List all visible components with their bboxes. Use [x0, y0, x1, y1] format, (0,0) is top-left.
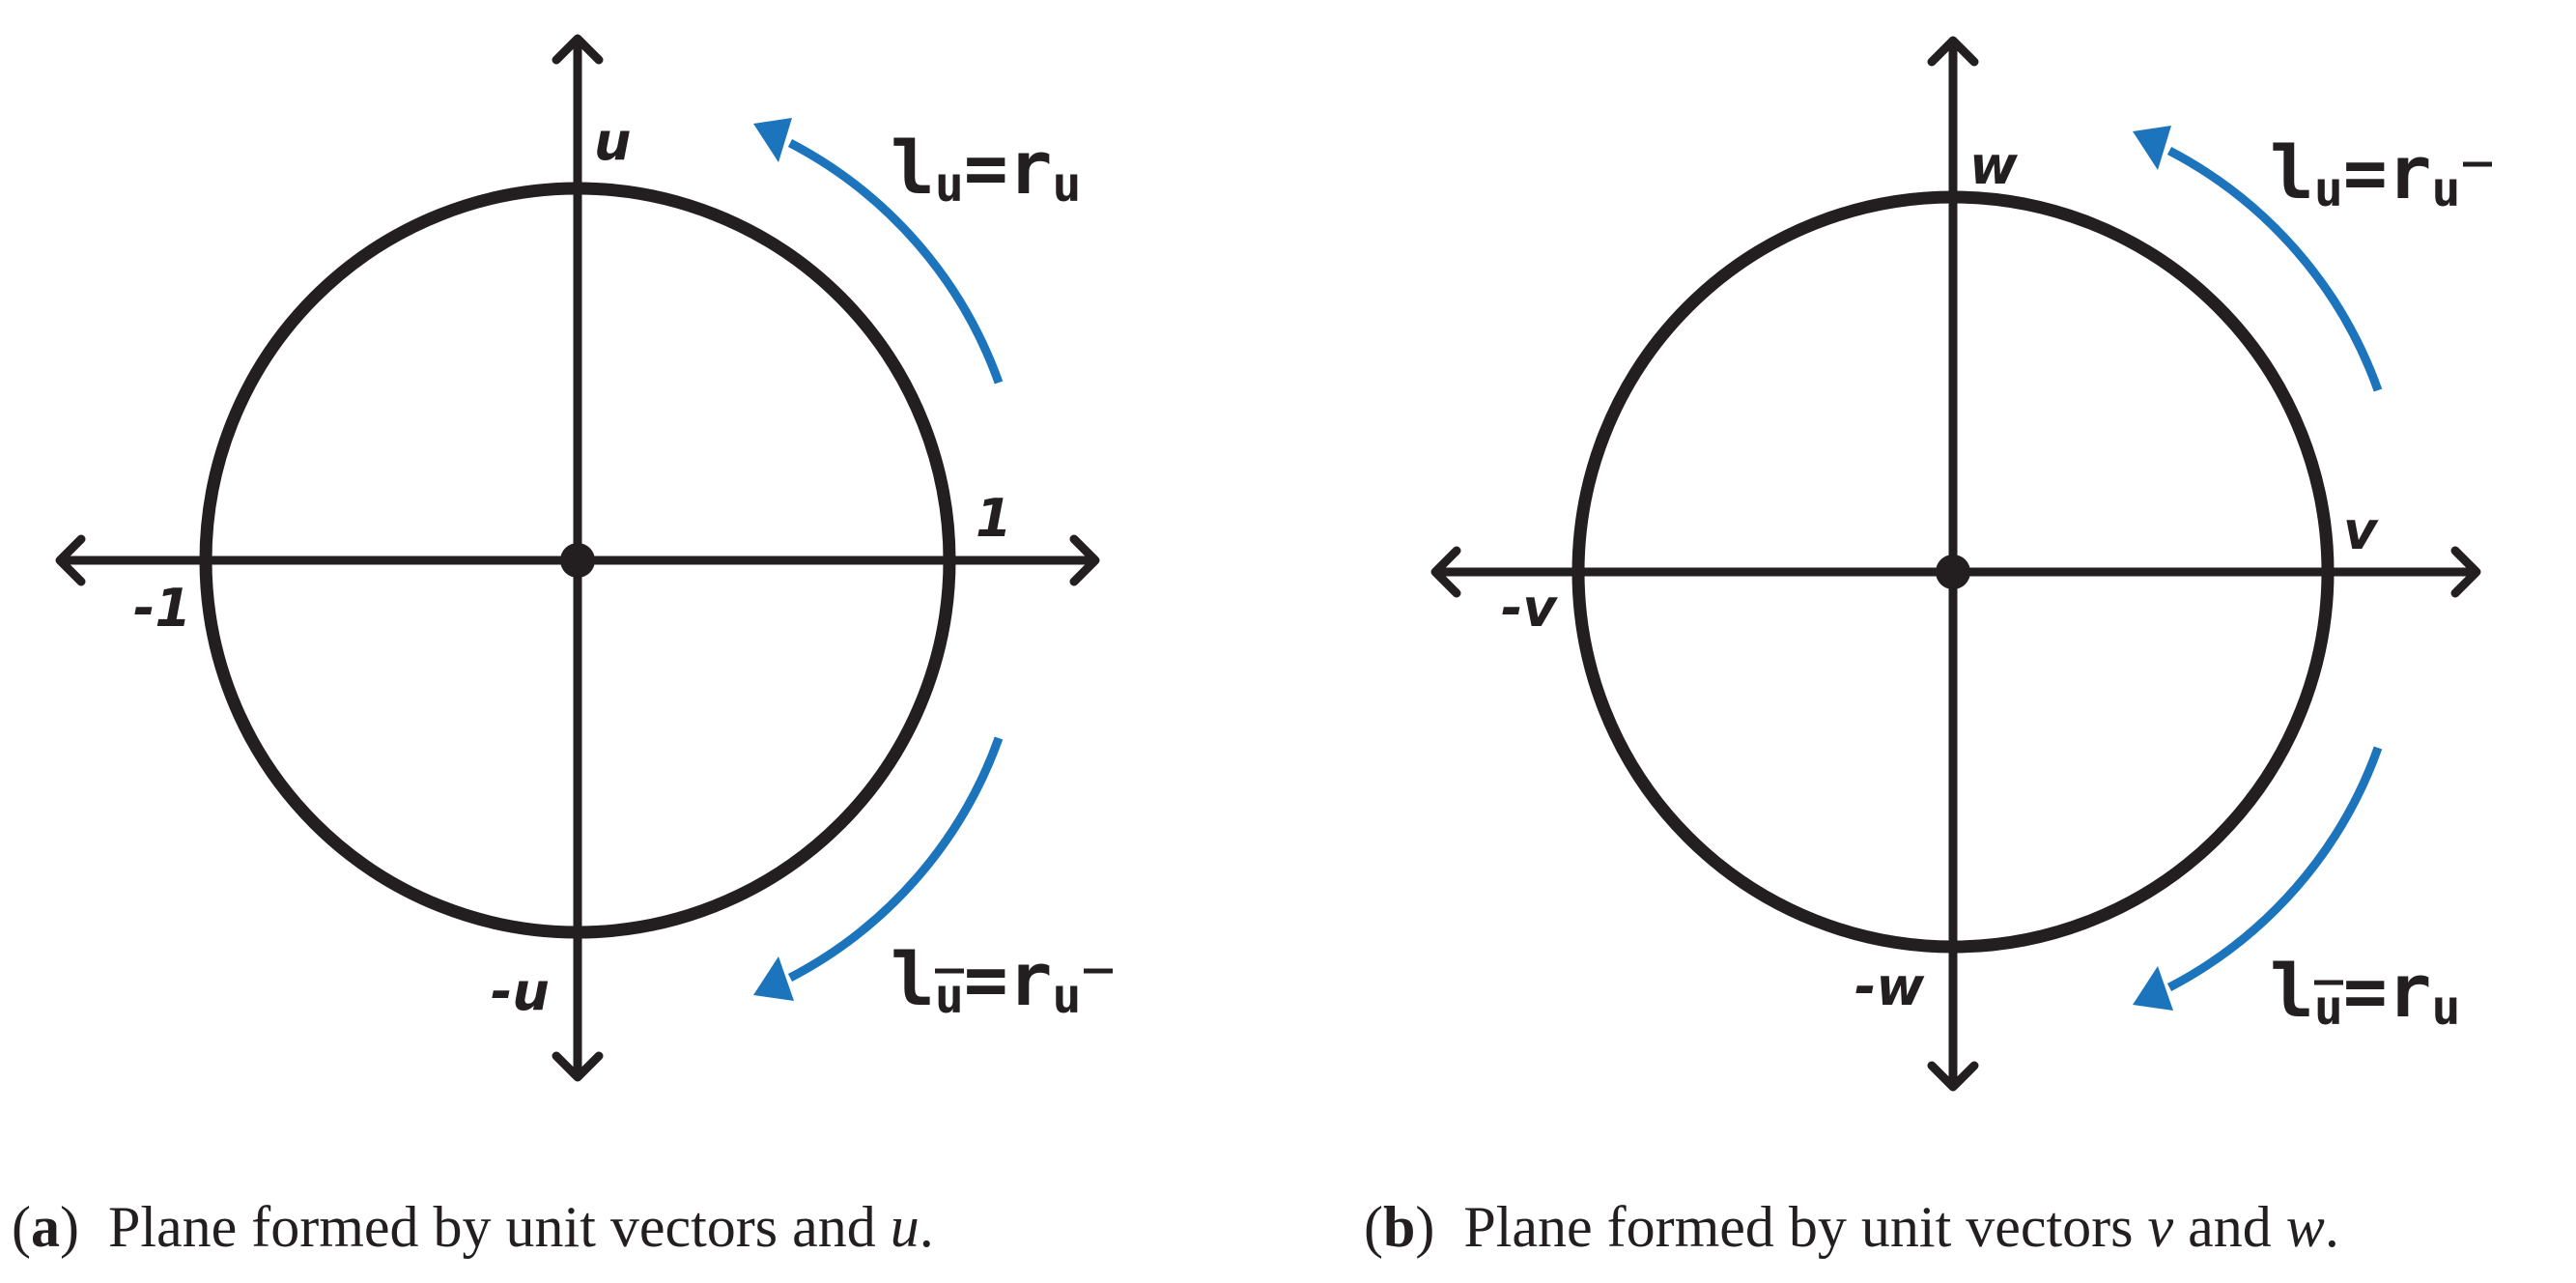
unit-circle — [199, 182, 956, 939]
x-axis-pos-arrowhead — [1069, 534, 1100, 586]
relation-top-lhs-sub: u — [2314, 161, 2343, 217]
caption-a-tag: a — [30, 1195, 60, 1259]
relation-top: lu=ru — [2270, 129, 2492, 217]
relation-bottom-lhs-sub: u — [2314, 980, 2343, 1036]
neg-x-label: -1 — [133, 578, 191, 639]
rotation-arrow-top — [787, 139, 1004, 385]
relation-bottom: lu=ru — [891, 936, 1113, 1024]
relation-top-eq: = — [964, 125, 1008, 211]
relation-bottom-rhs: r — [1008, 936, 1053, 1022]
caption-b-var1: v — [2147, 1195, 2174, 1259]
panel-b-diagram: w -w v -v lu=ru lu=ru — [1430, 36, 2492, 1092]
neg-y-label: -w — [1854, 956, 1925, 1017]
pos-x-label: 1 — [976, 488, 1012, 549]
svg-text:lu=ru: lu=ru — [2270, 129, 2461, 217]
relation-top-rhs-sub: u — [1052, 157, 1081, 213]
pos-x-label: v — [2343, 500, 2379, 561]
svg-text:lu=ru: lu=ru — [891, 936, 1082, 1024]
relation-top-rhs-sub: u — [2431, 161, 2460, 217]
caption-b-tag: b — [1382, 1195, 1416, 1259]
y-axis-pos-arrowhead — [1927, 36, 1979, 67]
relation-bottom-lhs: l — [2270, 948, 2314, 1034]
rotation-arrow-top — [2166, 147, 2383, 392]
relation-bottom-lhs: l — [891, 936, 935, 1022]
caption-b: (b) Plane formed by unit vectors v and w… — [1364, 1195, 2339, 1259]
relation-bottom-rhs-sub: u — [2431, 980, 2460, 1036]
rotation-arrow-bottom — [787, 736, 1004, 982]
relation-bottom-rhs-sub: u — [1052, 968, 1081, 1024]
relation-top-rhs: r — [2388, 129, 2432, 215]
relation-top-lhs-sub: u — [935, 157, 964, 213]
relation-top-eq: = — [2343, 129, 2388, 215]
rotation-arrow-bottom — [2166, 746, 2383, 991]
svg-text:lu=ru: lu=ru — [891, 125, 1082, 213]
caption-a-var: u — [890, 1195, 920, 1259]
relation-top-lhs: l — [2270, 129, 2314, 215]
origin-point — [1936, 555, 1970, 589]
relation-bottom: lu=ru — [2270, 948, 2461, 1036]
x-axis-pos-arrowhead — [2450, 546, 2481, 598]
y-axis-pos-arrowhead — [552, 34, 604, 65]
caption-b-text: Plane formed by unit vectors — [1463, 1195, 2148, 1259]
svg-text:lu=ru: lu=ru — [2270, 948, 2461, 1036]
rotation-arrow-bottom-head — [2133, 966, 2173, 1011]
origin-point — [560, 543, 595, 578]
pos-y-label: u — [594, 111, 631, 172]
relation-bottom-eq: = — [964, 936, 1008, 1022]
neg-x-label: -v — [1501, 578, 1558, 639]
relation-bottom-eq: = — [2343, 948, 2388, 1034]
relation-top: lu=ru — [891, 125, 1082, 213]
rotation-arrow-top-head — [753, 118, 792, 162]
panel-a-diagram: u -u 1 -1 lu=ru lu=ru — [55, 34, 1113, 1082]
x-axis-neg-arrowhead — [1430, 546, 1461, 598]
caption-a: (a) Plane formed by unit vectors and u. — [12, 1195, 934, 1259]
y-axis-neg-arrowhead — [552, 1051, 604, 1082]
caption-a-text: Plane formed by unit vectors and — [107, 1195, 891, 1259]
unit-circle — [1571, 190, 2335, 954]
relation-bottom-rhs: r — [2388, 948, 2432, 1034]
rotation-arrow-top-head — [2133, 126, 2171, 170]
caption-b-var2: w — [2285, 1195, 2325, 1259]
y-axis-neg-arrowhead — [1927, 1061, 1979, 1092]
neg-y-label: -u — [491, 961, 550, 1022]
relation-top-lhs: l — [891, 125, 935, 211]
x-axis-neg-arrowhead — [55, 534, 86, 586]
rotation-arrow-bottom-head — [753, 956, 794, 1001]
relation-top-rhs: r — [1008, 125, 1053, 211]
relation-bottom-lhs-sub: u — [935, 968, 964, 1024]
pos-y-label: w — [1969, 135, 2019, 196]
